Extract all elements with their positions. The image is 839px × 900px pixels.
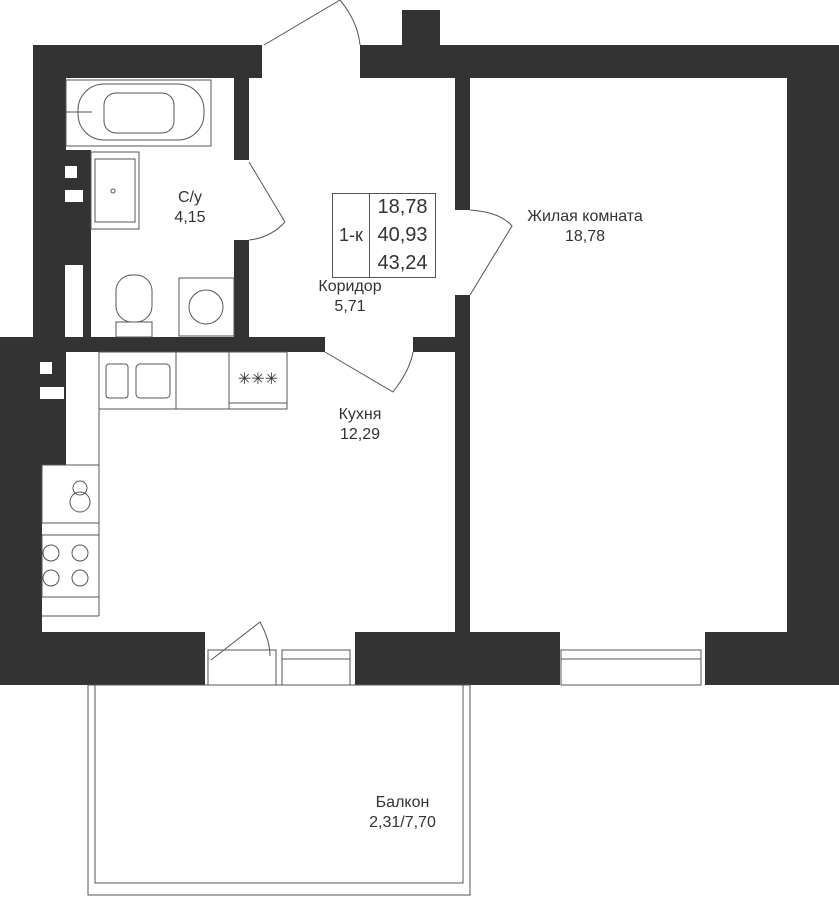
total-area: 40,93 [377,223,428,246]
kitchen-door [324,351,414,393]
bathtub [65,79,212,147]
room-area: 2,31/7,70 [369,814,436,831]
stove-top [228,351,288,410]
living-area: 18,78 [377,196,428,219]
balcony [87,684,471,896]
apartment-type: 1-к [333,194,370,277]
room-name: Коридор [318,278,382,295]
walls [0,10,839,685]
kitchen-counter [98,351,230,410]
washing-machine [178,277,235,337]
toilet [115,274,153,323]
dishwasher [41,464,100,524]
apartment-summary: 1-к 18,78 40,93 43,24 [332,193,436,278]
room-area: 4,15 [174,209,206,226]
room-label-balcony: Балкон 2,31/7,70 [345,793,460,833]
entrance-door [263,0,341,46]
room-name: Кухня [338,406,382,423]
total-area-with-balcony: 43,24 [377,251,428,274]
bathroom-door [248,161,286,223]
living-window [560,649,702,686]
room-label-corridor: Коридор 5,71 [300,277,400,317]
room-label-living: Жилая комната 18,78 [510,207,660,247]
balcony-door [207,649,277,686]
room-name: Балкон [375,794,430,811]
cooktop [41,534,100,598]
room-area: 18,78 [564,228,606,245]
room-name: С/у [178,189,202,206]
room-area: 5,71 [334,298,366,315]
bathroom-sink [90,151,140,230]
svg-text:✳✳✳: ✳✳✳ [238,371,278,388]
room-label-kitchen: Кухня 12,29 [310,405,410,445]
room-label-bathroom: С/у 4,15 [150,188,230,228]
room-name: Жилая комната [527,208,643,225]
room-area: 12,29 [339,426,381,443]
kitchen-sink [105,363,129,399]
kitchen-window [281,649,351,686]
living-door [469,209,513,296]
